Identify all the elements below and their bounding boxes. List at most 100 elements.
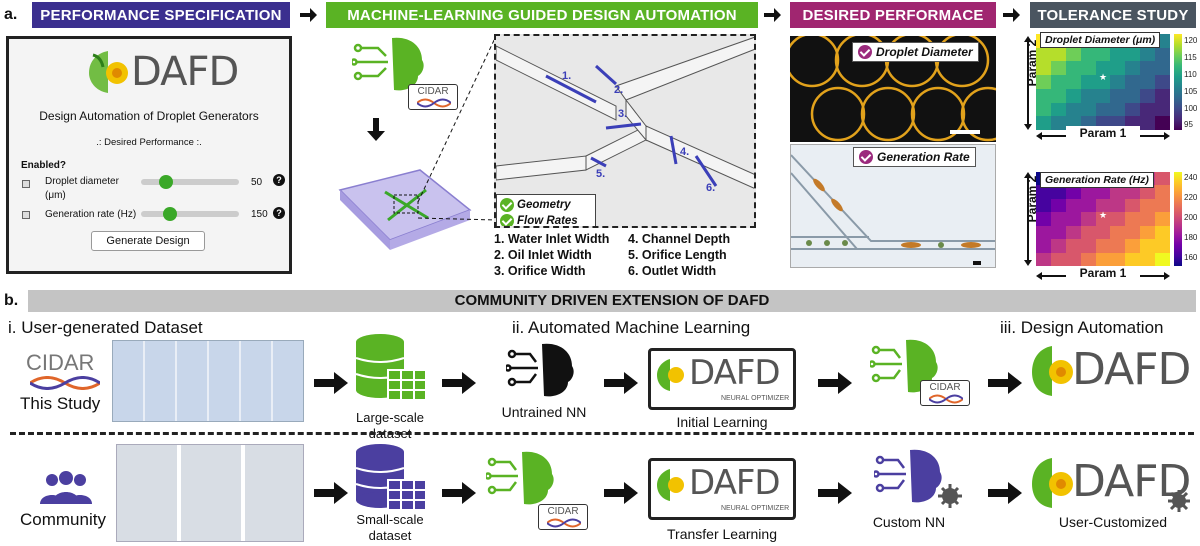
droplets-drawing (790, 36, 996, 142)
heatmap-cell (1050, 116, 1067, 131)
arrow-right-icon (314, 482, 348, 504)
heatmap-cell (1155, 252, 1171, 267)
heatmap-cell (1125, 239, 1141, 254)
heatmap-cell (1110, 88, 1126, 104)
heatmap-cell (1095, 102, 1111, 117)
heatmap-cell (1065, 75, 1082, 90)
geometry-label: Geometry (517, 199, 571, 211)
app-title: Design Automation of Droplet Generators (39, 109, 259, 123)
heatmap-cell (1036, 239, 1052, 254)
tick: 95 (1184, 120, 1193, 129)
help-icon[interactable]: ? (273, 207, 285, 219)
heatmap-cell (1140, 61, 1156, 76)
param-list-1: 1. Water Inlet Width (494, 232, 610, 246)
heatmap-cell (1050, 252, 1067, 267)
dafd-logo-text: DAFD (1072, 344, 1191, 395)
heatmap-cell (1050, 212, 1067, 227)
large-database-icon (355, 334, 427, 401)
arrow-right-icon (988, 372, 1022, 394)
droplet-diameter-value[interactable]: 50 (251, 177, 263, 188)
trained-brain-icon (486, 451, 554, 505)
arrow-right-icon (604, 482, 638, 504)
generation-micrograph: Generation Rate (790, 144, 996, 268)
row-divider (10, 432, 1194, 435)
heatmap-cell (1050, 47, 1067, 62)
heatmap-cell (1095, 212, 1111, 227)
heatmap-cell (1110, 239, 1126, 254)
heatmap-cell (1036, 116, 1052, 131)
neural-network-brain-icon (352, 37, 424, 91)
dafd-logo-icon (89, 51, 128, 93)
generation-rate-checkbox[interactable] (22, 211, 30, 219)
generation-rate-slider[interactable] (141, 207, 239, 221)
dafd-logo-icon (1032, 458, 1073, 508)
heatmap-1-colorbar (1174, 34, 1182, 130)
tick: 105 (1184, 87, 1198, 96)
droplet-generator-images-small (116, 444, 304, 542)
param-list-3: 3. Orifice Width (494, 264, 586, 278)
heatmap-cell (1125, 212, 1141, 227)
step-3-label: iii. Design Automation (1000, 318, 1164, 337)
cidar-label: CIDAR (547, 506, 579, 517)
cidar-chip: CIDAR (408, 84, 458, 110)
heatmap-cell (1110, 225, 1126, 240)
dna-icon (417, 98, 451, 108)
slider-thumb[interactable] (158, 175, 173, 189)
star-icon: ★ (1099, 210, 1108, 220)
trained-brain-icon (870, 339, 938, 393)
dafd-text: DAFD (689, 463, 781, 503)
heatmap-cell (1036, 61, 1052, 76)
slider-thumb[interactable] (163, 207, 178, 221)
heatmap-cell (1050, 102, 1067, 117)
heatmap-cell (1155, 102, 1171, 117)
small-dataset-label: Small-scale dataset (356, 512, 424, 543)
check-icon (500, 214, 514, 226)
heatmap-cell (1110, 212, 1126, 227)
droplet-diameter-label: Droplet diameter (μm) (45, 176, 119, 201)
heatmap-cell (1065, 198, 1082, 213)
generate-design-button[interactable]: Generate Design (91, 231, 205, 251)
community-label: Community (20, 510, 106, 529)
heatmap-cell (1155, 212, 1171, 227)
heatmap-cell (1080, 61, 1097, 76)
heatmap-cell (1140, 239, 1156, 254)
generation-rate-text: Generation Rate (877, 150, 970, 164)
heatmap-cell (1140, 47, 1156, 62)
dafd-logo-text: DAFD (1072, 456, 1191, 507)
heatmap-cell (1080, 102, 1097, 117)
heatmap-cell (1036, 212, 1052, 227)
dna-icon (929, 394, 963, 404)
heatmap-cell (1095, 198, 1111, 213)
generation-rate-value[interactable]: 150 (251, 209, 268, 220)
tick: 110 (1184, 70, 1197, 79)
flow-rates-item: Flow Rates (500, 214, 578, 227)
help-icon[interactable]: ? (273, 174, 285, 186)
heatmap-cell (1140, 102, 1156, 117)
dna-icon (30, 376, 100, 390)
tick: 200 (1184, 213, 1198, 222)
channel-geometry-zoom: 1. 2. 3. 4. 5. 6. Geometry Flow Rates (494, 34, 756, 228)
droplet-diameter-checkbox[interactable] (22, 180, 30, 188)
tick: 120 (1184, 36, 1198, 45)
heatmap-cell (1095, 75, 1111, 90)
arrow-right-icon (442, 482, 476, 504)
droplet-diameter-text: Droplet Diameter (876, 45, 973, 59)
param-list-2: 2. Oil Inlet Width (494, 248, 592, 262)
cidar-chip: CIDAR (538, 504, 588, 530)
enabled-label: Enabled? (21, 160, 67, 171)
droplet-diameter-slider[interactable] (141, 175, 239, 189)
arrow-right-icon (1003, 8, 1020, 22)
heatmap-cell (1110, 61, 1126, 76)
heatmap-cell (1036, 47, 1052, 62)
heatmap-cell (1065, 61, 1082, 76)
param-1-label: Param 1 (1036, 266, 1170, 280)
heatmap-cell (1095, 61, 1111, 76)
initial-learning-label: Initial Learning (676, 414, 768, 430)
heatmap-cell (1036, 225, 1052, 240)
heatmap-cell (1140, 198, 1156, 213)
flow-rates-label: Flow Rates (517, 215, 578, 227)
heatmap-cell (1125, 47, 1141, 62)
heatmap-cell (1125, 225, 1141, 240)
heatmap-cell (1050, 61, 1067, 76)
heatmap-cell (1125, 252, 1141, 267)
